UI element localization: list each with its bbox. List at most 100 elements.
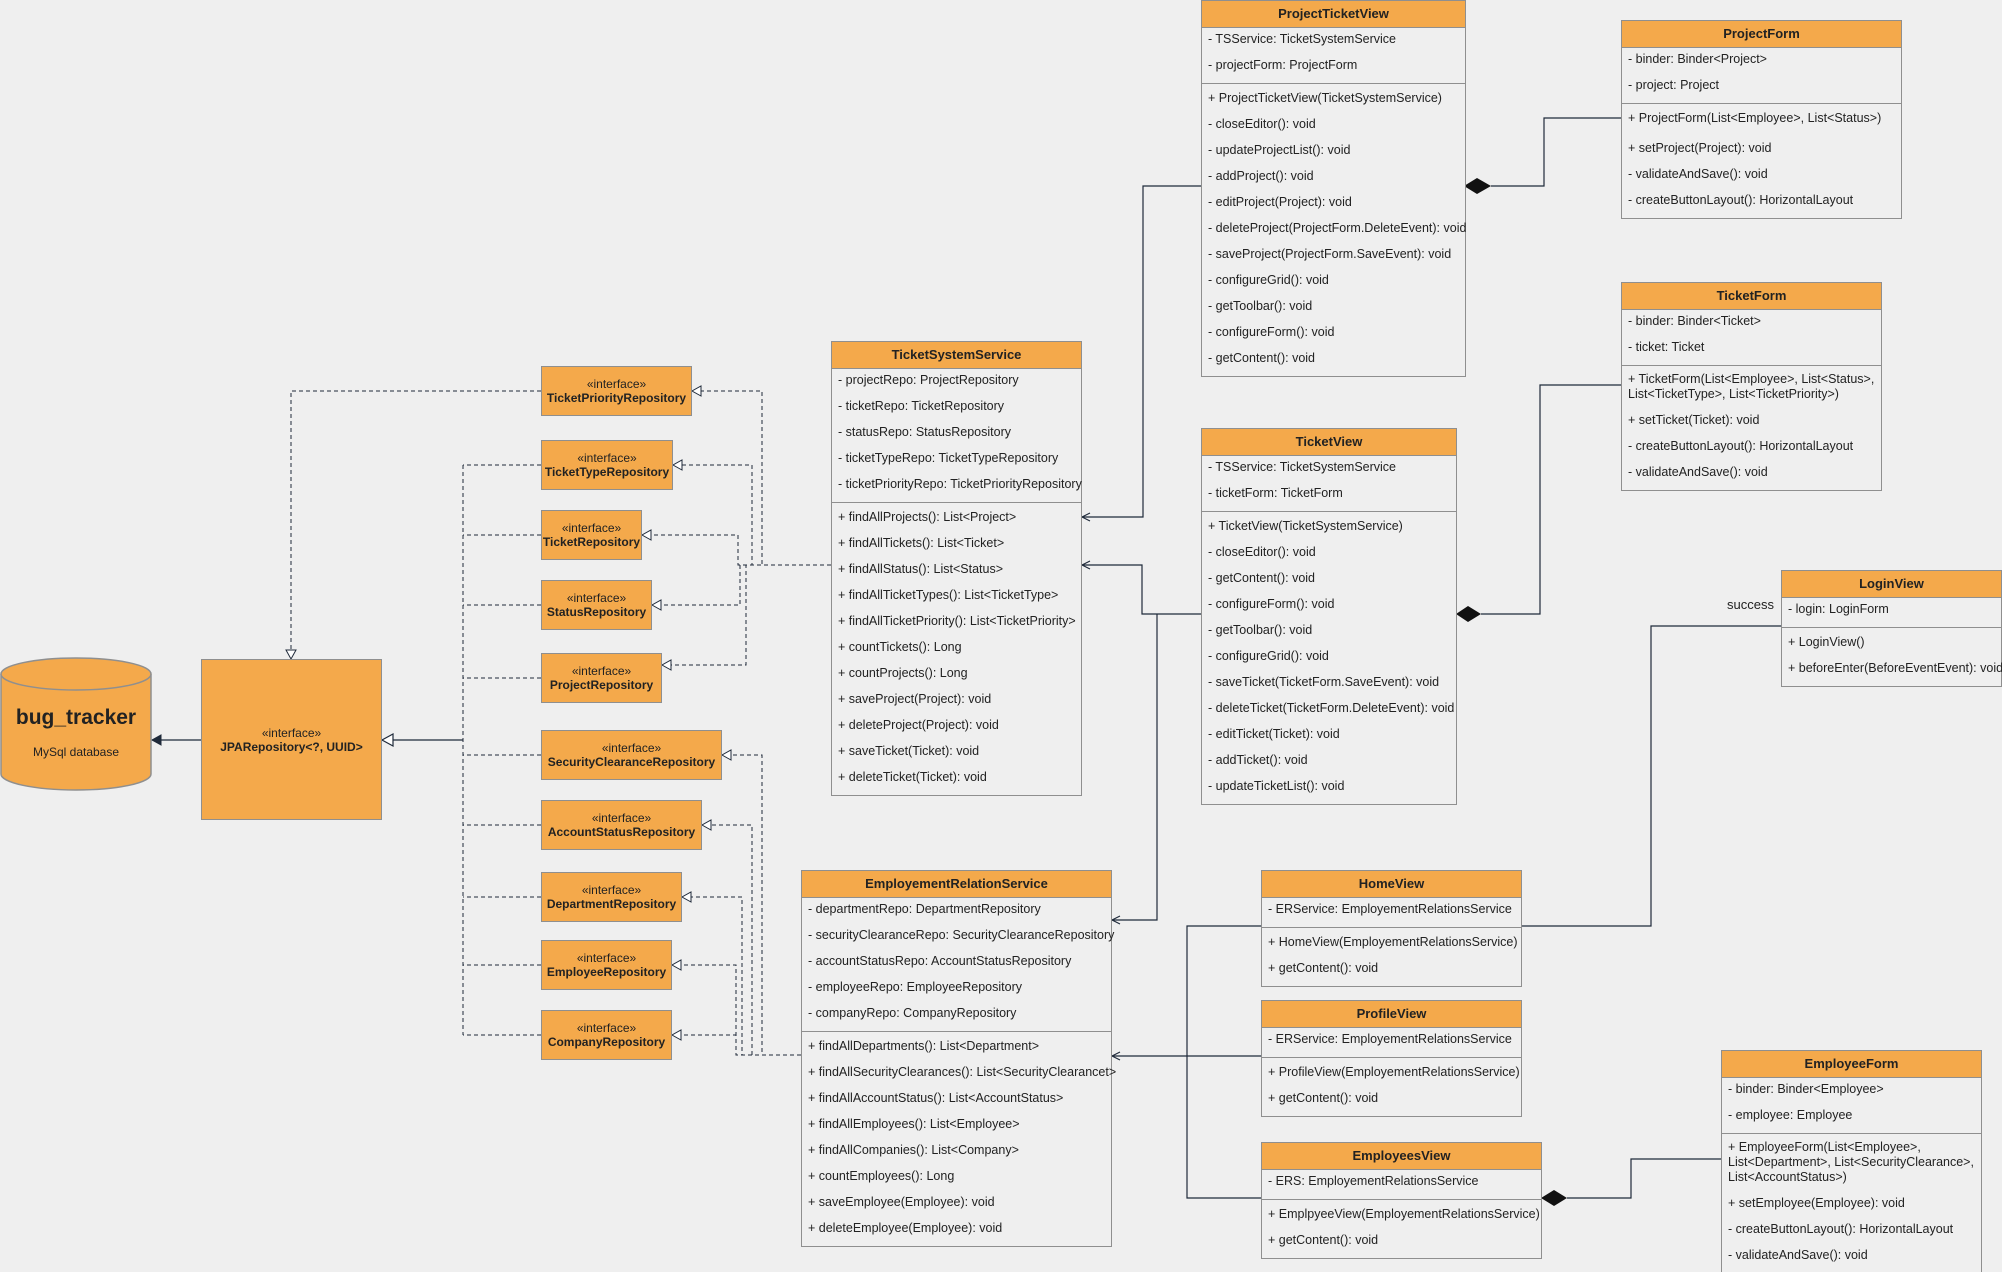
edge-tss-to-ticketpriority xyxy=(690,385,831,566)
operation: + countProjects(): Long xyxy=(838,666,968,680)
operation: - createButtonLayout(): HorizontalLayout xyxy=(1628,193,1854,207)
ticket-repository[interactable]: «interface» TicketRepository xyxy=(541,510,642,560)
operation: - configureForm(): void xyxy=(1208,597,1335,611)
attributes-compartment: - ERS: EmployementRelationsService xyxy=(1262,1170,1541,1189)
jpa-repository-interface[interactable]: «interface» JPARepository<?, UUID> xyxy=(201,659,382,820)
edge-tss-to-project xyxy=(660,564,831,671)
interface-name: SecurityClearanceRepository xyxy=(547,755,716,769)
employees-view-class[interactable]: EmployeesView - ERS: EmployementRelation… xyxy=(1261,1142,1542,1259)
operation: + TicketForm(List<Employee>, List<Status… xyxy=(1628,372,1875,401)
operations-compartment: + TicketForm(List<Employee>, List<Status… xyxy=(1622,365,1881,480)
operation: + LoginView() xyxy=(1788,635,1865,649)
operation: - updateProjectList(): void xyxy=(1208,143,1351,157)
stereotype: «interface» xyxy=(601,741,662,755)
composition-diamond-projectticketview xyxy=(1464,178,1491,194)
login-view-class[interactable]: LoginView - login: LoginForm + LoginView… xyxy=(1781,570,2002,687)
operation: - closeEditor(): void xyxy=(1208,545,1316,559)
attributes-compartment: - binder: Binder<Ticket> - ticket: Ticke… xyxy=(1622,310,1881,355)
operation: - configureGrid(): void xyxy=(1208,649,1329,663)
project-repository[interactable]: «interface» ProjectRepository xyxy=(541,653,662,703)
operations-compartment: + ProjectForm(List<Employee>, List<Statu… xyxy=(1622,103,1901,208)
project-form-class[interactable]: ProjectForm - binder: Binder<Project> - … xyxy=(1621,20,1902,219)
operation: + findAllTicketTypes(): List<TicketType> xyxy=(838,588,1059,602)
operation: + ProjectForm(List<Employee>, List<Statu… xyxy=(1628,111,1882,125)
department-repository[interactable]: «interface» DepartmentRepository xyxy=(541,872,682,922)
account-status-repository[interactable]: «interface» AccountStatusRepository xyxy=(541,800,702,850)
attribute: - ERService: EmployementRelationsService xyxy=(1268,1032,1512,1046)
attribute: - statusRepo: StatusRepository xyxy=(838,425,1011,439)
attribute: - project: Project xyxy=(1628,78,1720,92)
attribute: - binder: Binder<Project> xyxy=(1628,52,1767,66)
edge-ers-to-securityclearance xyxy=(720,749,801,1056)
operations-compartment: + TicketView(TicketSystemService) - clos… xyxy=(1202,511,1456,794)
interface-name: AccountStatusRepository xyxy=(547,825,696,839)
attribute: - employeeRepo: EmployeeRepository xyxy=(808,980,1022,994)
attribute: - companyRepo: CompanyRepository xyxy=(808,1006,1017,1020)
edge-ers-to-accountstatus xyxy=(700,819,801,1056)
attributes-compartment: - binder: Binder<Employee> - employee: E… xyxy=(1722,1078,1981,1123)
operation: - getToolbar(): void xyxy=(1208,623,1313,637)
edge-login-success xyxy=(1522,625,1781,927)
security-clearance-repository[interactable]: «interface» SecurityClearanceRepository xyxy=(541,730,722,780)
database-subtitle: MySql database xyxy=(32,745,120,759)
employee-form-class[interactable]: EmployeeForm - binder: Binder<Employee> … xyxy=(1721,1050,1982,1272)
operation: + countTickets(): Long xyxy=(838,640,962,654)
operations-compartment: + EmplpyeeView(EmployementRelationsServi… xyxy=(1262,1199,1541,1248)
interface-name: TicketTypeRepository xyxy=(544,465,670,479)
edge-ticketpriority-to-jpa xyxy=(285,390,541,661)
interface-name: ProjectRepository xyxy=(549,678,654,692)
attribute: - departmentRepo: DepartmentRepository xyxy=(808,902,1041,916)
operation: - closeEditor(): void xyxy=(1208,117,1316,131)
ticket-priority-repository[interactable]: «interface» TicketPriorityRepository xyxy=(541,366,692,416)
operation: - createButtonLayout(): HorizontalLayout xyxy=(1728,1222,1954,1236)
operation: - addTicket(): void xyxy=(1208,753,1308,767)
interface-name: StatusRepository xyxy=(546,605,647,619)
operation: - saveProject(ProjectForm.SaveEvent): vo… xyxy=(1208,247,1452,261)
employee-repository[interactable]: «interface» EmployeeRepository xyxy=(541,940,672,990)
employement-relation-service-class[interactable]: EmployementRelationService - departmentR… xyxy=(801,870,1116,1247)
operation: - deleteProject(ProjectForm.DeleteEvent)… xyxy=(1208,221,1467,235)
operation: - addProject(): void xyxy=(1208,169,1314,183)
attributes-compartment: - login: LoginForm xyxy=(1782,598,2001,617)
stereotype: «interface» xyxy=(566,591,627,605)
operation: + TicketView(TicketSystemService) xyxy=(1208,519,1403,533)
interface-name: TicketRepository xyxy=(542,535,641,549)
operation: + findAllTicketPriority(): List<TicketPr… xyxy=(838,614,1076,628)
attributes-compartment: - binder: Binder<Project> - project: Pro… xyxy=(1622,48,1901,93)
profile-view-class[interactable]: ProfileView - ERService: EmployementRela… xyxy=(1261,1000,1522,1117)
ticket-system-service-class[interactable]: TicketSystemService - projectRepo: Proje… xyxy=(831,341,1082,796)
class-name: TicketView xyxy=(1202,429,1456,456)
attribute: - ERS: EmployementRelationsService xyxy=(1268,1174,1479,1188)
attribute: - ERService: EmployementRelationsService xyxy=(1268,902,1512,916)
database-name: bug_tracker xyxy=(15,706,137,729)
class-name: TicketForm xyxy=(1622,283,1881,310)
interface-name: DepartmentRepository xyxy=(546,897,677,911)
operation: + saveTicket(Ticket): void xyxy=(838,744,980,758)
home-view-class[interactable]: HomeView - ERService: EmployementRelatio… xyxy=(1261,870,1522,987)
operation: + findAllAccountStatus(): List<AccountSt… xyxy=(808,1091,1064,1105)
project-ticket-view-class[interactable]: ProjectTicketView - TSService: TicketSys… xyxy=(1201,0,1466,377)
stereotype: «interface» xyxy=(261,725,322,740)
stereotype: «interface» xyxy=(571,664,632,678)
stereotype: «interface» xyxy=(576,951,637,965)
class-name: ProfileView xyxy=(1262,1001,1521,1028)
operation: + ProjectTicketView(TicketSystemService) xyxy=(1208,91,1442,105)
operation: + getContent(): void xyxy=(1268,961,1379,975)
operation: - validateAndSave(): void xyxy=(1728,1248,1868,1262)
company-repository[interactable]: «interface» CompanyRepository xyxy=(541,1010,672,1060)
edge-employeeform-composition xyxy=(1567,1158,1721,1199)
attribute: - ticketTypeRepo: TicketTypeRepository xyxy=(838,451,1059,465)
status-repository[interactable]: «interface» StatusRepository xyxy=(541,580,652,630)
ticket-type-repository[interactable]: «interface» TicketTypeRepository xyxy=(541,440,673,490)
ticket-form-class[interactable]: TicketForm - binder: Binder<Ticket> - ti… xyxy=(1621,282,1882,491)
attribute: - ticket: Ticket xyxy=(1628,340,1705,354)
attribute: - ticketPriorityRepo: TicketPriorityRepo… xyxy=(838,477,1082,491)
operation: + setProject(Project): void xyxy=(1628,141,1772,155)
operation: + findAllStatus(): List<Status> xyxy=(838,562,1004,576)
operation: + findAllCompanies(): List<Company> xyxy=(808,1143,1019,1157)
ticket-view-class[interactable]: TicketView - TSService: TicketSystemServ… xyxy=(1201,428,1457,805)
operation: + findAllEmployees(): List<Employee> xyxy=(808,1117,1020,1131)
interface-name: JPARepository<?, UUID> xyxy=(220,739,363,754)
database-cylinder xyxy=(0,657,152,791)
